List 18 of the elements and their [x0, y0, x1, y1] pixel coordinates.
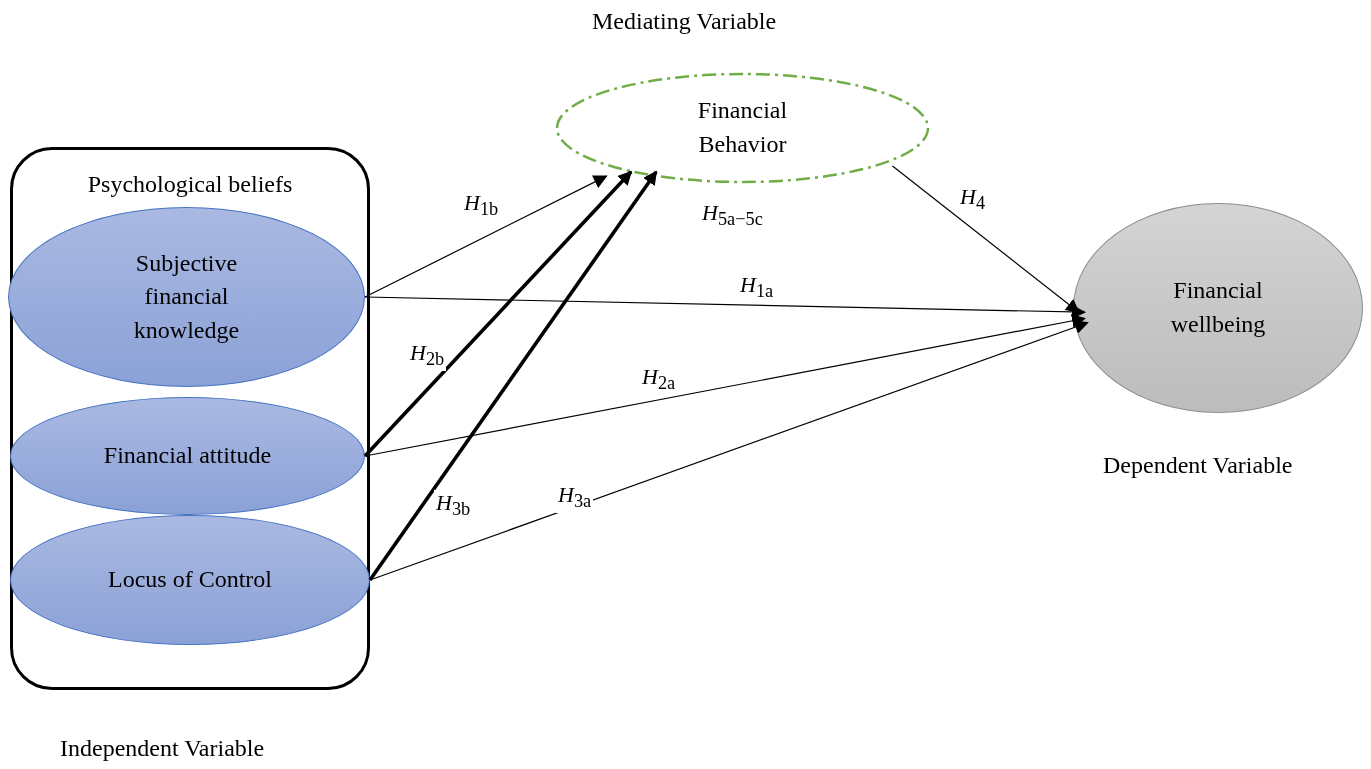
group-box [10, 147, 370, 690]
arrow [369, 320, 1089, 581]
group-title: Psychological beliefs [87, 170, 293, 199]
arrow [368, 170, 658, 582]
arrow [363, 170, 633, 458]
arrow [364, 296, 1086, 319]
arrow [364, 314, 1086, 457]
variable-caption: Independent Variable [60, 735, 265, 762]
node-label: Locus of Control [108, 565, 272, 595]
arrow [891, 165, 1080, 314]
variable-caption: Dependent Variable [1103, 452, 1293, 479]
node-label: Financial wellbeing [1169, 276, 1267, 339]
arrow [364, 175, 608, 298]
variable-caption: Mediating Variable [592, 8, 777, 35]
node-label: Subjective financial knowledge [132, 248, 241, 345]
ellipse-node [555, 72, 930, 184]
node-label: Financial Behavior [696, 96, 789, 159]
node-label: Financial attitude [103, 441, 272, 471]
